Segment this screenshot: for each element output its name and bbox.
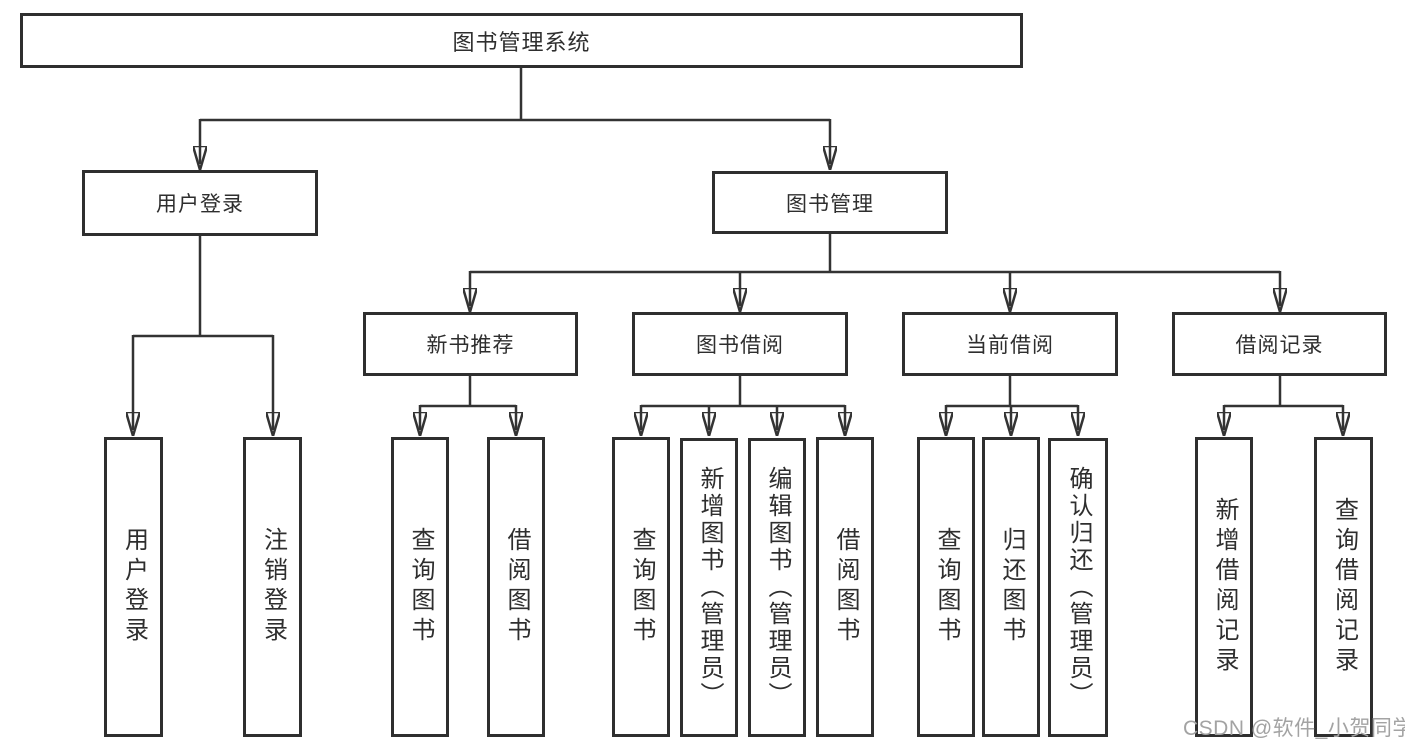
trunk-book-management xyxy=(470,233,1280,274)
node-user-login: 用户登录 xyxy=(82,170,318,236)
node-root: 图书管理系统 xyxy=(20,13,1023,68)
leaf-query-borrow-record: 查询借阅记录 xyxy=(1314,437,1373,737)
node-new-book-recommend: 新书推荐 xyxy=(363,312,578,376)
leaf-edit-books-admin: 编辑图书（管理员） xyxy=(748,438,806,737)
leaf-add-borrow-record: 新增借阅记录 xyxy=(1195,437,1253,737)
trunk-current-borrow xyxy=(946,376,1078,408)
leaf-query-books-borrow: 查询图书 xyxy=(612,437,670,737)
node-borrow-records: 借阅记录 xyxy=(1172,312,1387,376)
leaf-query-books-current: 查询图书 xyxy=(917,437,975,737)
node-current-borrow: 当前借阅 xyxy=(902,312,1118,376)
trunk-book-borrow xyxy=(641,376,845,408)
leaf-query-books-recommend: 查询图书 xyxy=(391,437,449,737)
node-book-borrow: 图书借阅 xyxy=(632,312,848,376)
trunk-root xyxy=(200,68,830,122)
trunk-new-book-recommend xyxy=(420,376,516,408)
leaf-borrow-books-recommend: 借阅图书 xyxy=(487,437,545,737)
node-book-management: 图书管理 xyxy=(712,171,948,234)
leaf-return-books: 归还图书 xyxy=(982,437,1040,737)
leaf-confirm-return-admin: 确认归还（管理员） xyxy=(1048,438,1108,737)
leaf-borrow-books: 借阅图书 xyxy=(816,437,874,737)
trunk-borrow-records xyxy=(1224,376,1343,408)
trunk-user-login xyxy=(133,236,273,338)
leaf-user-login: 用户登录 xyxy=(104,437,163,737)
leaf-add-books-admin: 新增图书（管理员） xyxy=(680,438,738,737)
leaf-logout: 注销登录 xyxy=(243,437,302,737)
